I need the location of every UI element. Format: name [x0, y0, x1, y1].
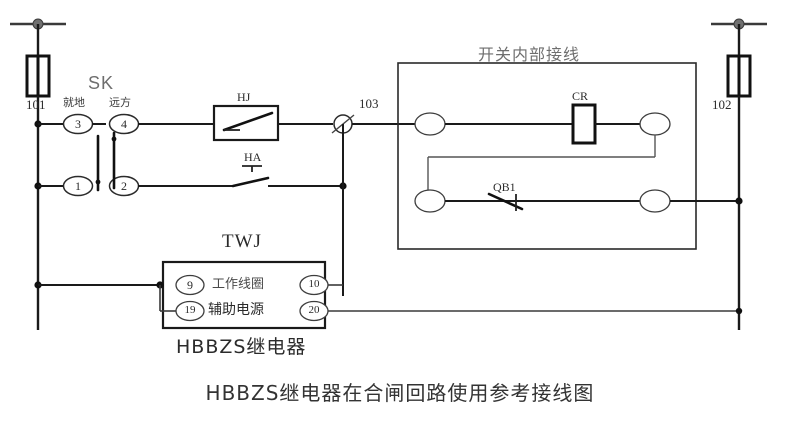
inner-panel-title: 开关内部接线	[478, 45, 581, 64]
sk-pin-1-label: 1	[75, 179, 81, 193]
inner-terminal-top-right	[639, 112, 671, 136]
right-supply-group	[711, 18, 767, 330]
ha-contact-blade-icon	[231, 176, 270, 188]
qb1-label: QB1	[493, 180, 516, 194]
bus-label-103: 103	[359, 96, 379, 111]
sk-blade-local-dot	[95, 179, 101, 185]
twj-pin-19-circle	[175, 300, 205, 322]
inner-terminal-top-left	[414, 112, 446, 136]
sk-blade-remote-dot	[111, 136, 117, 142]
hj-label: HJ	[237, 90, 251, 104]
twj-subtitle: HBBZS继电器	[176, 336, 307, 358]
twj-relay-group	[34, 260, 743, 330]
sk-switch-label: SK	[88, 73, 115, 93]
twj-pin-9-label: 9	[187, 278, 193, 292]
sk-pin-2-label: 2	[121, 179, 127, 193]
diagram-caption: HBBZS继电器在合闸回路使用参考接线图	[205, 381, 595, 405]
twj-pin-19-label: 19	[184, 304, 196, 316]
inner-terminal-bottom-left	[414, 189, 446, 213]
twj-pin-20-label: 20	[308, 304, 320, 316]
sk-position-remote-label: 远方	[109, 96, 131, 109]
sk-switch-blades	[95, 131, 117, 192]
bus-label-102: 102	[712, 97, 732, 112]
cr-coil-icon	[571, 103, 597, 145]
lower-control-branch	[34, 124, 347, 296]
node-102-bottom	[735, 307, 743, 315]
twj-title: TWJ	[222, 231, 262, 252]
hj-contact-blade-icon	[222, 111, 274, 132]
left-supply-group	[10, 18, 66, 330]
sk-terminal-1-circle	[62, 175, 94, 197]
sk-pin-4-label: 4	[121, 117, 127, 131]
twj-pin-10-label: 10	[308, 278, 320, 290]
bus-label-101: 101	[26, 97, 46, 112]
inner-panel-border	[397, 62, 697, 250]
upper-control-branch	[34, 104, 420, 142]
twj-row-1-label: 辅助电源	[208, 302, 264, 318]
sk-position-local-label: 就地	[63, 96, 85, 109]
inner-terminal-bottom-right	[639, 189, 671, 213]
twj-pin-9-circle	[175, 274, 205, 296]
ha-label: HA	[244, 150, 262, 164]
node-102-mid	[735, 197, 743, 205]
inner-panel-group	[397, 62, 743, 250]
sk-pin-3-label: 3	[75, 117, 81, 131]
cr-label: CR	[572, 89, 589, 103]
twj-row-0-label: 工作线圈	[212, 277, 265, 292]
